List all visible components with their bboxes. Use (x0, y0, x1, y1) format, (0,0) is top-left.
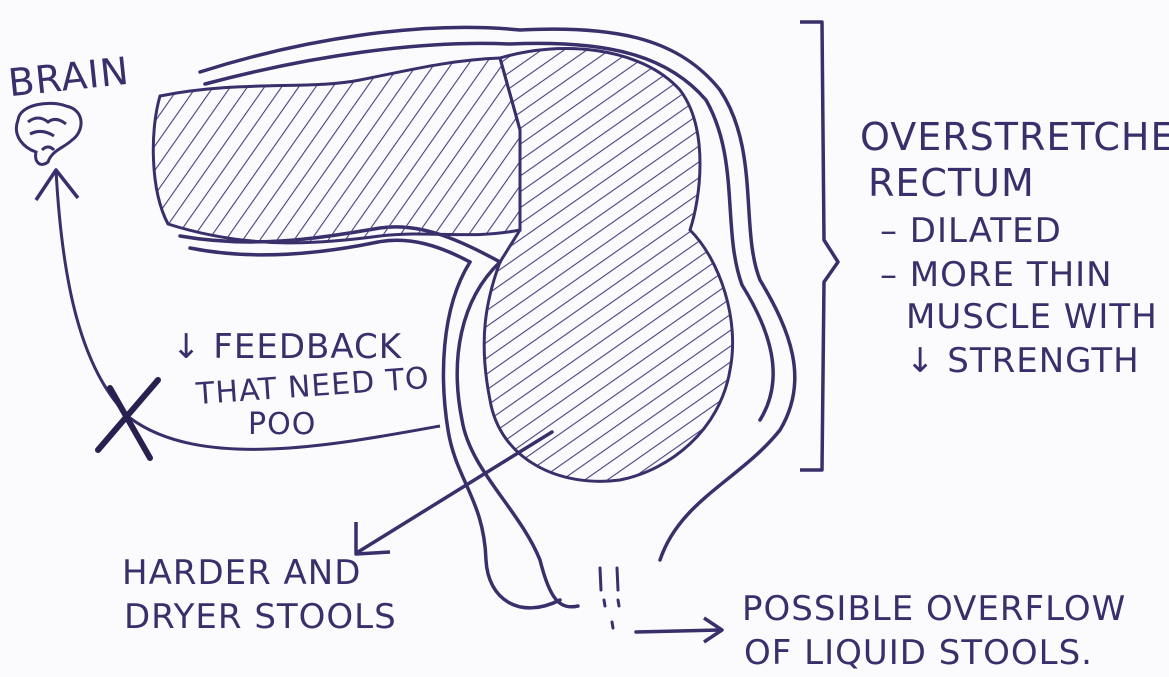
harder-stools-line1: HARDER AND (122, 556, 361, 590)
feedback-line3: POO (248, 410, 316, 440)
overflow-arrow (636, 630, 720, 632)
bracket (800, 22, 838, 470)
harder-stools-line2: DRYER STOOLS (124, 600, 397, 634)
overstretched-title-line2: RECTUM (868, 164, 1035, 202)
harder-stools-arrow (358, 432, 552, 552)
colon-hatched-upper (153, 58, 520, 243)
overflow-line2: OF LIQUID STOOLS. (744, 636, 1093, 670)
dilated-bullet: – DILATED (880, 214, 1062, 248)
brain-drawing (16, 103, 81, 164)
feedback-line1: ↓ FEEDBACK (172, 330, 402, 364)
overstretched-title-line1: OVERSTRETCHED (860, 118, 1169, 156)
anal-canal (600, 568, 619, 628)
thin-muscle-bullet-line1: – MORE THIN (880, 258, 1113, 292)
rectum-hatched (484, 49, 732, 482)
thin-muscle-bullet-line3: ↓ STRENGTH (906, 344, 1140, 378)
thin-muscle-bullet-line2: MUSCLE WITH (906, 300, 1158, 334)
overflow-line1: POSSIBLE OVERFLOW (742, 592, 1126, 626)
